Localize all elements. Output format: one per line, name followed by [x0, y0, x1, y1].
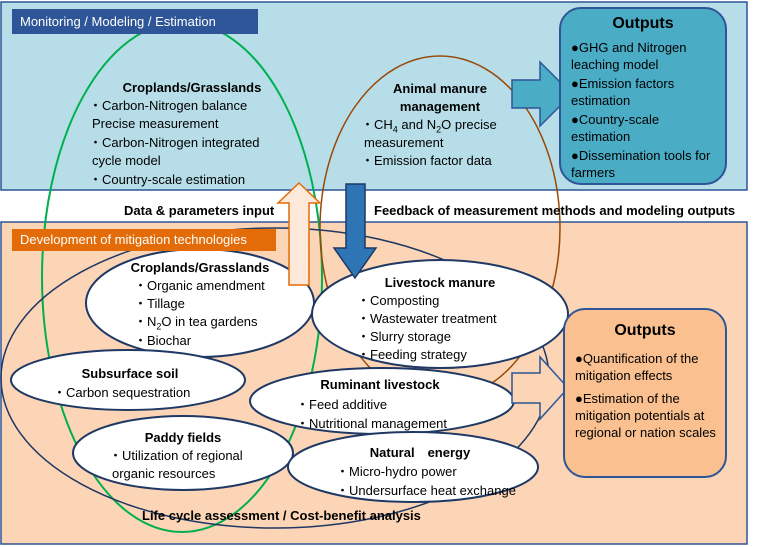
mit-livestock-item: ・Composting: [357, 293, 440, 308]
mit-paddy-item: organic resources: [112, 466, 216, 481]
mitigation-output-item: ●Quantification of the mitigation effect…: [575, 351, 699, 383]
monitor-output-item: ●Country-scale estimation: [571, 112, 660, 144]
mit-ruminant-title: Ruminant livestock: [320, 377, 440, 392]
feedback-label: Feedback of measurement methods and mode…: [374, 203, 736, 218]
mit-livestock-item: ・Feeding strategy: [357, 347, 467, 362]
mit-croplands-item: ・Organic amendment: [134, 278, 265, 293]
mit-paddy-ellipse: [72, 415, 294, 491]
lca-footer: Life cycle assessment / Cost-benefit ana…: [142, 508, 421, 523]
mit-natural-ellipse: [287, 431, 539, 503]
monitor-output-item: ●Dissemination tools for farmers: [571, 148, 711, 180]
monitor-croplands-item: cycle model: [92, 153, 161, 168]
mit-livestock-item: ・Wastewater treatment: [357, 311, 497, 326]
monitor-croplands-item: ・Country-scale estimation: [89, 172, 246, 187]
monitor-croplands-title: Croplands/Grasslands: [122, 80, 262, 95]
mit-natural-title: Natural energy: [369, 445, 471, 460]
monitoring-header: Monitoring / Modeling / Estimation: [12, 9, 258, 34]
mit-croplands-title: Croplands/Grasslands: [130, 260, 270, 275]
data-input-label: Data & parameters input: [124, 203, 275, 218]
monitor-output-item: ●Emission factors estimation: [571, 76, 675, 108]
mit-ruminant-item: ・Nutritional management: [296, 416, 448, 431]
top-output-arrow: [511, 60, 574, 128]
mitigation-outputs-title: Outputs: [614, 322, 676, 339]
mitigation-output-item: ●Estimation of the mitigation potentials…: [575, 391, 716, 440]
mit-natural-item: ・Undersurface heat exchange: [336, 483, 516, 498]
monitor-manure-title: Animal manure: [393, 81, 487, 96]
monitor-manure-item: measurement: [364, 135, 444, 150]
monitor-output-item: ●GHG and Nitrogen leaching model: [571, 40, 687, 72]
mit-paddy-title: Paddy fields: [144, 430, 222, 445]
mit-subsurface-item: ・Carbon sequestration: [53, 385, 191, 400]
monitor-manure-item: ・CH4 and N2O precise: [361, 117, 497, 135]
mit-ruminant-item: ・Feed additive: [296, 397, 388, 412]
monitor-croplands-item: ・Carbon-Nitrogen integrated: [89, 135, 260, 150]
mit-natural-item: ・Micro-hydro power: [336, 464, 457, 479]
monitor-manure-item: ・Emission factor data: [361, 153, 492, 168]
mit-croplands-item: ・N2O in tea gardens: [134, 314, 258, 332]
data-input-arrow: [276, 181, 322, 286]
mit-subsurface-title: Subsurface soil: [81, 366, 179, 381]
mit-croplands-item: ・Biochar: [134, 333, 192, 348]
mitigation-outputs-box: Outputs ●Quantification of the mitigatio…: [563, 308, 727, 478]
mit-livestock-item: ・Slurry storage: [357, 329, 451, 344]
monitor-outputs-title: Outputs: [612, 15, 674, 32]
monitor-croplands-item: Precise measurement: [92, 116, 219, 131]
mit-croplands-item: ・Tillage: [134, 296, 185, 311]
monitor-croplands-item: ・Carbon-Nitrogen balance: [89, 98, 248, 113]
bottom-output-arrow: [511, 355, 570, 421]
mit-paddy-item: ・Utilization of regional: [109, 448, 243, 463]
mit-livestock-title: Livestock manure: [384, 275, 496, 290]
feedback-arrow: [332, 183, 378, 280]
mit-subsurface-ellipse: [10, 349, 246, 411]
mitigation-header: Development of mitigation technologies: [12, 229, 276, 251]
monitor-outputs-box: Outputs ●GHG and Nitrogen leaching model…: [559, 7, 727, 185]
monitor-manure-title-2: management: [399, 99, 481, 114]
